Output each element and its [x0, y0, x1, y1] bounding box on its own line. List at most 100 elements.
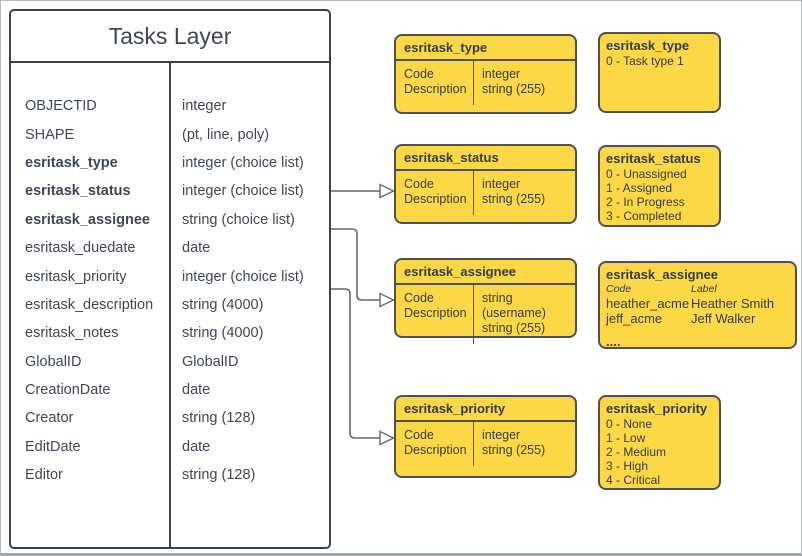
field-type: string (4000) — [182, 296, 264, 313]
assignee-code: jeff_acme — [606, 311, 663, 326]
field-table-keys: Code Description — [396, 422, 474, 466]
domain-value: 0 - None — [606, 417, 653, 431]
domain-value: 0 - Unassigned — [606, 167, 687, 181]
field-table-esritask-type: esritask_type Code Description integer s… — [394, 34, 577, 114]
code-label: Code — [404, 428, 434, 442]
column-divider — [169, 63, 171, 547]
description-label: Description — [404, 443, 467, 457]
field-row: esritask_status integer (choice list) — [11, 177, 329, 205]
field-type: string (choice list) — [182, 211, 295, 228]
field-table-types: string (username) string (255) — [474, 285, 575, 344]
domain-value: 4 - Critical — [606, 473, 661, 487]
domain-list-title: esritask_assignee — [606, 267, 719, 282]
field-table-title: esritask_status — [396, 146, 575, 171]
hollow-arrowhead-status — [379, 183, 396, 199]
code-type: string (username) — [482, 291, 546, 320]
tasks-layer-title: Tasks Layer — [11, 11, 329, 63]
domain-list-title: esritask_type — [606, 38, 690, 53]
field-table-esritask-assignee: esritask_assignee Code Description strin… — [394, 258, 577, 344]
field-type: integer (choice list) — [182, 268, 304, 285]
description-type: string (255) — [482, 82, 546, 96]
connector-priority-line — [331, 288, 380, 439]
domain-list-esritask-priority: esritask_priority 0 - None 1 - Low 2 - M… — [598, 395, 721, 490]
domain-list-esritask-assignee: esritask_assignee Code Label heather_acm… — [598, 261, 797, 349]
assignee-label: Heather Smith — [691, 296, 775, 311]
field-row: esritask_type integer (choice list) — [11, 149, 329, 177]
field-name: EditDate — [25, 438, 81, 455]
field-name: Editor — [25, 467, 63, 484]
field-table-keys: Code Description — [396, 285, 474, 344]
assignee-table: Code Label heather_acme Heather Smith je… — [606, 283, 790, 326]
field-name: Creator — [25, 410, 74, 427]
domain-list-esritask-status: esritask_status 0 - Unassigned 1 - Assig… — [598, 145, 721, 227]
field-row: esritask_priority integer (choice list) — [11, 262, 329, 290]
field-name: esritask_priority — [25, 268, 127, 285]
description-type: string (255) — [482, 192, 546, 206]
domain-value: 0 - Task type 1 — [606, 54, 684, 68]
domain-list-title: esritask_status — [606, 151, 701, 166]
domain-value: 2 - In Progress — [606, 195, 685, 209]
field-table-types: integer string (255) — [474, 422, 575, 466]
field-row: Editor string (128) — [11, 461, 329, 489]
code-type: integer — [482, 177, 521, 191]
field-name: esritask_notes — [25, 325, 119, 342]
field-name: esritask_duedate — [25, 240, 136, 257]
field-row: esritask_assignee string (choice list) — [11, 206, 329, 234]
assignee-label: Jeff Walker — [691, 311, 756, 326]
field-type: date — [182, 438, 211, 455]
assignee-label-header: Label — [691, 283, 717, 295]
description-label: Description — [404, 82, 467, 96]
field-row: SHAPE (pt, line, poly) — [11, 120, 329, 148]
assignee-code-header: Code — [606, 283, 632, 295]
domain-value: 1 - Low — [606, 431, 646, 445]
code-label: Code — [404, 291, 434, 305]
description-label: Description — [404, 306, 467, 320]
domain-list-esritask-type: esritask_type 0 - Task type 1 — [598, 32, 721, 113]
field-table-esritask-priority: esritask_priority Code Description integ… — [394, 395, 577, 478]
field-type: string (128) — [182, 467, 256, 484]
field-table-esritask-status: esritask_status Code Description integer… — [394, 144, 577, 224]
domain-list-title: esritask_priority — [606, 401, 708, 416]
field-row: esritask_duedate date — [11, 234, 329, 262]
field-name: esritask_type — [25, 154, 118, 171]
connector-assignee-line — [331, 228, 380, 301]
field-type: integer (choice list) — [182, 154, 304, 171]
field-type: (pt, line, poly) — [182, 126, 270, 143]
field-table-types: integer string (255) — [474, 171, 575, 215]
field-table-keys: Code Description — [396, 61, 474, 105]
field-type: date — [182, 382, 211, 399]
field-type: date — [182, 240, 211, 257]
description-label: Description — [404, 192, 467, 206]
assignee-more-indicator: .... — [606, 334, 621, 349]
field-name: esritask_status — [25, 183, 131, 200]
field-name: OBJECTID — [25, 98, 97, 115]
domain-value: 3 - High — [606, 459, 649, 473]
field-row: Creator string (128) — [11, 404, 329, 432]
field-name: CreationDate — [25, 382, 111, 399]
domain-value: 3 - Completed — [606, 209, 682, 223]
field-row: EditDate date — [11, 433, 329, 461]
field-name: esritask_assignee — [25, 211, 150, 228]
field-type: GlobalID — [182, 353, 239, 370]
hollow-arrowhead-assignee — [379, 292, 396, 308]
description-type: string (255) — [482, 321, 546, 335]
field-type: string (128) — [182, 410, 256, 427]
code-label: Code — [404, 177, 434, 191]
field-table-types: integer string (255) — [474, 61, 575, 105]
code-type: integer — [482, 428, 521, 442]
field-name: SHAPE — [25, 126, 75, 143]
code-type: integer — [482, 67, 521, 81]
assignee-code: heather_acme — [606, 296, 690, 311]
hollow-arrowhead-priority — [379, 430, 396, 446]
field-table-title: esritask_priority — [396, 397, 575, 422]
domain-value: 1 - Assigned — [606, 181, 673, 195]
code-label: Code — [404, 67, 434, 81]
field-type: integer (choice list) — [182, 183, 304, 200]
field-table-keys: Code Description — [396, 171, 474, 215]
